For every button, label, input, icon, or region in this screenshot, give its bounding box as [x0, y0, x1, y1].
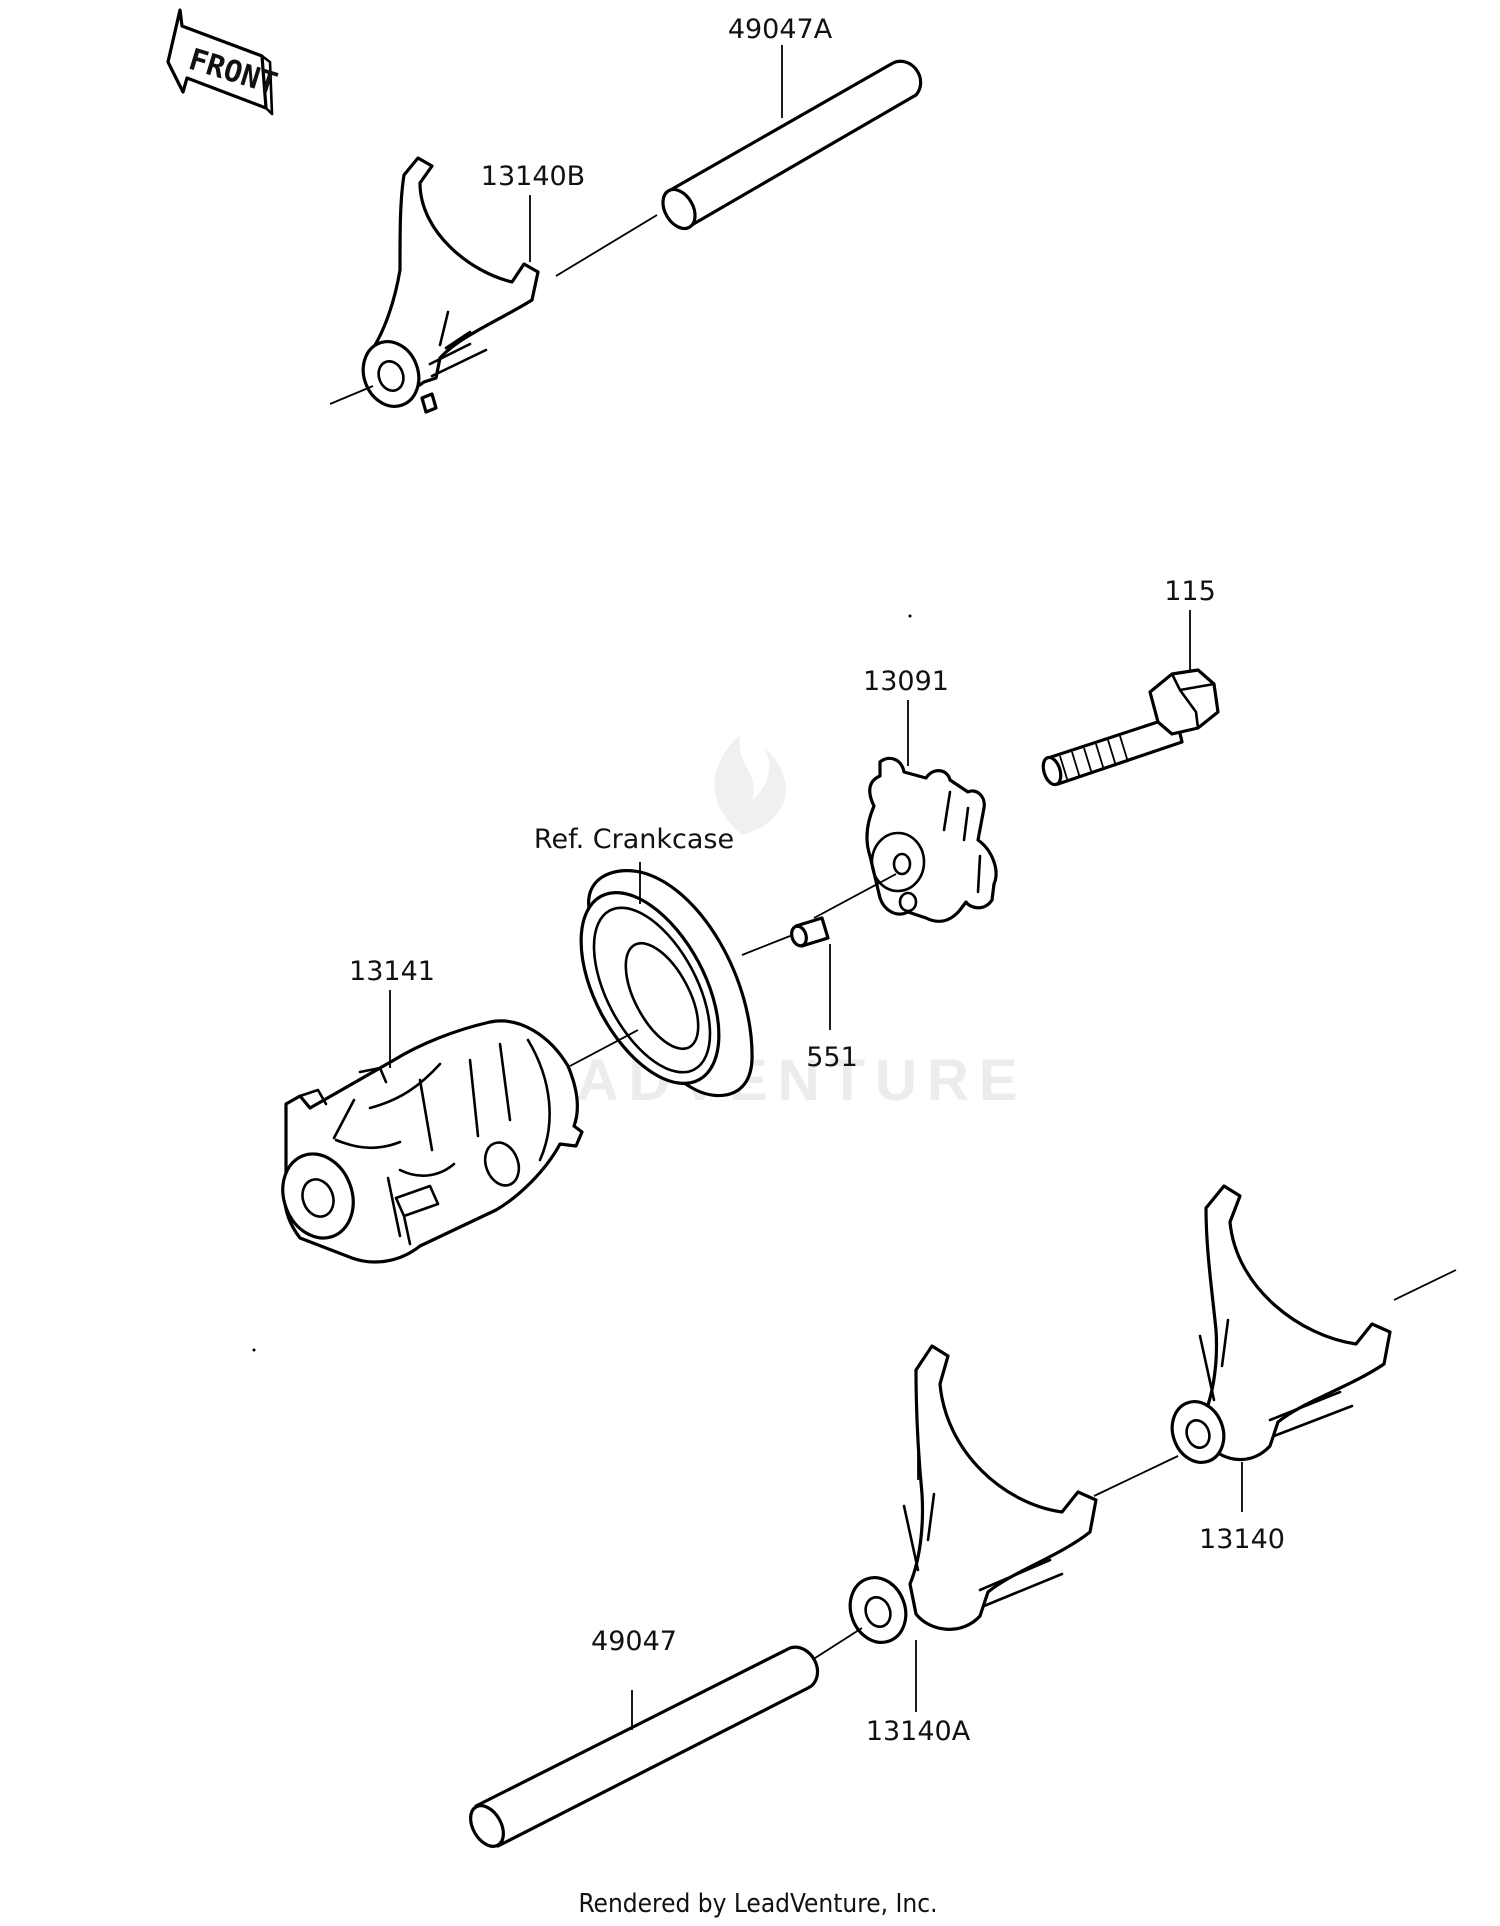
label-13140: 13140 — [1199, 1524, 1285, 1555]
dowel-pin-551 — [790, 873, 897, 1030]
leader-lines — [389, 45, 1191, 1480]
footer-credit: Rendered by LeadVenture, Inc. — [578, 1889, 937, 1919]
shaft-49047A — [555, 59, 923, 277]
label-ref-crankcase: Ref. Crankcase — [534, 824, 734, 855]
bolt-115 — [1041, 668, 1220, 787]
label-115: 115 — [1164, 576, 1216, 607]
bearing-ref-crankcase — [569, 869, 791, 1098]
shift-drum-13141 — [281, 1019, 584, 1264]
label-551: 551 — [806, 1042, 858, 1073]
shift-fork-13140B — [329, 156, 540, 414]
front-arrow-icon: FRONT — [166, 8, 281, 116]
shift-fork-13140 — [1170, 1184, 1457, 1512]
label-49047: 49047 — [591, 1626, 677, 1657]
shift-fork-13140A — [848, 1344, 1179, 1712]
shaft-49047 — [469, 1627, 863, 1848]
label-49047A: 49047A — [728, 14, 833, 45]
label-13140B: 13140B — [481, 161, 585, 192]
label-13091: 13091 — [863, 666, 949, 697]
label-13141: 13141 — [349, 956, 435, 987]
cam-plate-13091 — [865, 756, 998, 923]
label-13140A: 13140A — [866, 1716, 971, 1747]
